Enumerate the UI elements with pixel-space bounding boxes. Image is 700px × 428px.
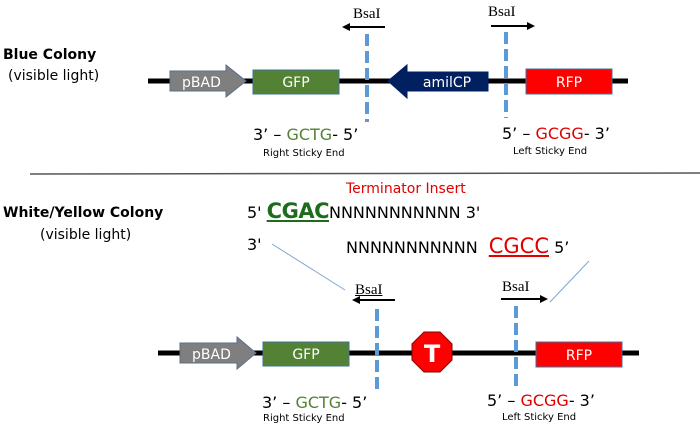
sticky-prefix: 3’ –	[262, 393, 296, 412]
terminator-label: T	[424, 340, 441, 368]
top-rfp-box	[525, 68, 613, 95]
insert-bottom-strand: NNNNNNNNNNN CGCC 5’	[346, 234, 569, 258]
top-rfp-label: RFP	[556, 75, 582, 91]
blue-colony-title: Blue Colony	[3, 47, 97, 63]
sticky-prefix: 5’ –	[502, 124, 536, 143]
insert-bottom-strand-left: 3'	[247, 235, 262, 254]
top-amilcp-label: amilCP	[423, 75, 471, 91]
top-left-sticky-end: 5’ – GCGG- 3’	[502, 124, 610, 143]
right-connector-line	[549, 260, 590, 303]
insert-body-n: NNNNNNNNNNN	[328, 203, 461, 222]
top-gfp-box	[252, 69, 340, 95]
white-yellow-colony-subtitle: (visible light)	[40, 227, 132, 243]
bottom-right-sticky-end: 3’ – GCTG- 5’	[262, 393, 367, 412]
left-connector-line	[271, 243, 346, 291]
top-right-bsai-label: BsaI	[488, 4, 516, 20]
section-divider	[29, 172, 700, 175]
overhang-cgac: CGAC	[266, 199, 330, 223]
bottom-left-bsai-label: BsaI	[355, 282, 383, 298]
sticky-prefix: 3’ –	[253, 125, 287, 144]
terminator-insert-label: Terminator Insert	[346, 181, 466, 197]
top-pbad-label: pBAD	[182, 75, 221, 91]
bottom-pbad-promoter-arrow	[179, 335, 257, 371]
top-pbad-promoter-arrow	[169, 63, 247, 99]
bottom-gfp-label: GFP	[292, 347, 319, 363]
top-gfp-label: GFP	[282, 75, 309, 91]
sticky-suffix: - 3’	[583, 124, 610, 143]
bottom-right-bsai-label: BsaI	[502, 279, 530, 295]
terminator-stop-icon	[411, 331, 453, 373]
top-right-sticky-caption: Right Sticky End	[263, 148, 345, 159]
white-yellow-colony-title: White/Yellow Colony	[3, 205, 164, 221]
three-prime-label: 3'	[465, 203, 481, 222]
sticky-suffix: - 5’	[341, 393, 368, 412]
bottom-pbad-label: pBAD	[192, 347, 231, 363]
insert-body-n: NNNNNNNNNNN	[346, 238, 478, 257]
top-left-sticky-caption: Left Sticky End	[513, 146, 588, 157]
sticky-suffix: - 3’	[568, 391, 595, 410]
top-amilcp-arrow	[387, 63, 489, 100]
five-prime-label: 5’	[554, 238, 570, 257]
top-left-bsai-label: BsaI	[353, 6, 381, 22]
sticky-suffix: - 5’	[332, 125, 359, 144]
bottom-gfp-box	[262, 341, 350, 367]
sticky-prefix: 5’ –	[487, 391, 521, 410]
blue-colony-subtitle: (visible light)	[8, 68, 100, 84]
bottom-left-sticky-end: 5’ – GCGG- 3’	[487, 391, 595, 410]
sticky-seq-gctg: GCTG	[286, 125, 333, 144]
bottom-rfp-box	[535, 341, 623, 368]
five-prime-label: 5'	[247, 203, 262, 222]
bottom-left-sticky-caption: Left Sticky End	[502, 412, 577, 423]
sticky-seq-gcgg: GCGG	[520, 391, 569, 410]
top-right-sticky-end: 3’ – GCTG- 5’	[253, 125, 358, 144]
bottom-rfp-label: RFP	[566, 348, 592, 364]
sticky-seq-gcgg: GCGG	[535, 124, 584, 143]
bottom-right-sticky-caption: Right Sticky End	[263, 413, 345, 424]
overhang-cgcc: CGCC	[488, 234, 550, 258]
sticky-seq-gctg: GCTG	[295, 393, 342, 412]
insert-top-strand: 5' CGACNNNNNNNNNNN 3'	[247, 199, 480, 223]
